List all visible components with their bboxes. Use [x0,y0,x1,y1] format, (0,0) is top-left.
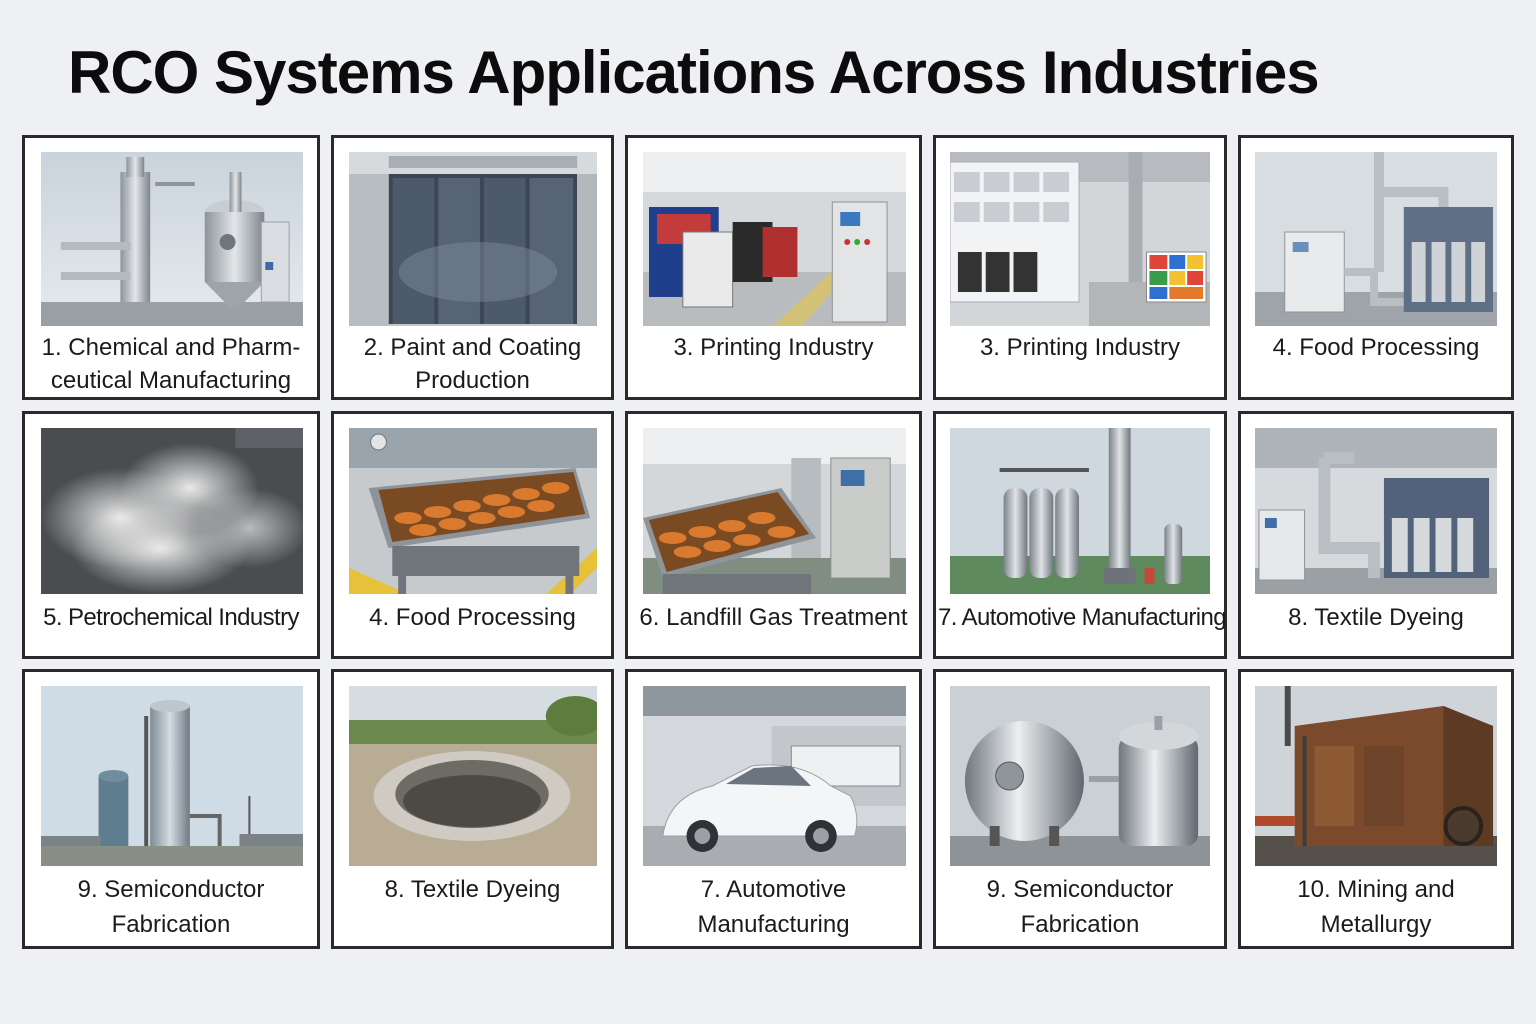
industry-card-caption: 2. Paint and Coating Production [363,334,582,394]
industry-card-caption: 9. Semiconductor Fabrication [77,876,265,938]
industry-card-caption: 3. Printing Industry [673,334,874,361]
industry-card-3: 3. Printing Industry [625,135,922,400]
food-line-control-panel-icon [643,428,906,594]
spray-booth-door-icon [349,152,597,326]
print-shop-shelves-icon [950,152,1210,326]
distillation-column-plant-icon [41,152,303,326]
outdoor-tank-array-icon [950,428,1210,594]
industry-card-caption: 5. Petrochemical Industry [43,604,299,631]
industry-card-9: 7. Automotive Manufacturing [933,411,1227,659]
industry-card-13: 7. Automotive Manufacturing [625,669,922,949]
industry-card-11: 9. Semiconductor Fabrication [22,669,320,949]
printing-press-floor-icon [643,152,906,326]
industry-card-caption: 4. Food Processing [369,604,576,631]
industry-card-12: 8. Textile Dyeing [331,669,614,949]
industry-card-15: 10. Mining and Metallurgy [1238,669,1514,949]
industry-card-caption: 6. Landfill Gas Treatment [639,604,908,631]
industry-card-1: 1. Chemical and Pharm- ceutical Manufact… [22,135,320,400]
tall-tower-tanks-icon [41,686,303,866]
industry-card-caption: 7. Automotive Manufacturing [697,876,850,938]
indoor-rco-unit-icon [1255,428,1497,594]
stainless-vessels-icon [950,686,1210,866]
industry-card-7: 4. Food Processing [331,411,614,659]
industry-card-2: 2. Paint and Coating Production [331,135,614,400]
industry-card-4: 3. Printing Industry [933,135,1227,400]
rusty-furnace-building-icon [1255,686,1497,866]
white-car-factory-icon [643,686,906,866]
industry-card-10: 8. Textile Dyeing [1238,411,1514,659]
page-title: RCO Systems Applications Across Industri… [68,39,1320,106]
industry-card-caption: 3. Printing Industry [979,334,1181,361]
rco-unit-ducting-icon [1255,152,1497,326]
smoke-cloud-icon [41,428,303,594]
industry-card-caption: 1. Chemical and Pharm- ceutical Manufact… [41,334,301,394]
industry-card-caption: 8. Textile Dyeing [1288,604,1464,631]
industry-card-caption: 4. Food Processing [1272,334,1480,361]
industry-card-caption: 7. Automotive Manufacturing [938,604,1227,631]
industry-card-caption: 10. Mining and Metallurgy [1297,876,1455,938]
concrete-pit-icon [349,686,597,866]
industry-card-6: 5. Petrochemical Industry [22,411,320,659]
food-conveyor-tray-icon [349,428,597,594]
industry-card-8: 6. Landfill Gas Treatment [625,411,922,659]
industry-card-caption: 8. Textile Dyeing [384,876,561,903]
industry-card-5: 4. Food Processing [1238,135,1514,400]
industry-card-14: 9. Semiconductor Fabrication [933,669,1227,949]
industry-card-caption: 9. Semiconductor Fabrication [986,876,1174,938]
